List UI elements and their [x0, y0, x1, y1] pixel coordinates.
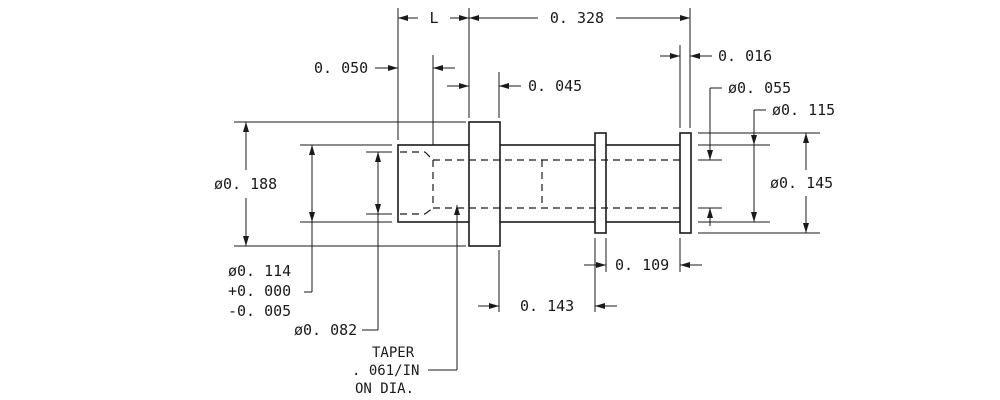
dim-0-328: 0. 328 — [550, 9, 604, 27]
tolerance-minus: -0. 005 — [228, 302, 291, 320]
dim-0-109: 0. 109 — [615, 256, 669, 274]
tolerance-plus: +0. 000 — [228, 282, 291, 300]
part-outline — [397, 121, 692, 247]
dim-0-143: 0. 143 — [520, 297, 574, 315]
dim-dia-0-082: ø0. 082 — [294, 321, 357, 339]
shaft-body — [498, 144, 688, 223]
taper-note-line1: TAPER — [372, 345, 415, 361]
hidden-bore-lines — [400, 151, 680, 215]
dim-0-050: 0. 050 — [314, 59, 368, 77]
dim-0-016: 0. 016 — [718, 47, 772, 65]
dim-dia-0-115: ø0. 115 — [772, 101, 835, 119]
taper-note-line2: . 061/IN — [352, 363, 419, 379]
extension-lines — [234, 8, 820, 312]
dimension-labels: L 0. 328 0. 016 0. 050 0. 045 ø0. 055 ø0… — [214, 9, 835, 339]
taper-note-line3: ON DIA. — [355, 381, 414, 397]
dim-dia-0-145: ø0. 145 — [770, 174, 833, 192]
large-flange — [468, 121, 501, 247]
taper-note: TAPER . 061/IN ON DIA. — [352, 345, 419, 397]
dim-dia-0-055: ø0. 055 — [728, 79, 791, 97]
left-sleeve — [397, 144, 471, 223]
right-ring — [679, 132, 692, 234]
dimension-lines — [243, 15, 809, 371]
dim-0-045: 0. 045 — [528, 77, 582, 95]
dim-dia-0-114: ø0. 114 — [228, 262, 291, 280]
dim-dia-0-188: ø0. 188 — [214, 175, 277, 193]
middle-ring — [594, 132, 607, 234]
dim-L: L — [429, 9, 438, 27]
